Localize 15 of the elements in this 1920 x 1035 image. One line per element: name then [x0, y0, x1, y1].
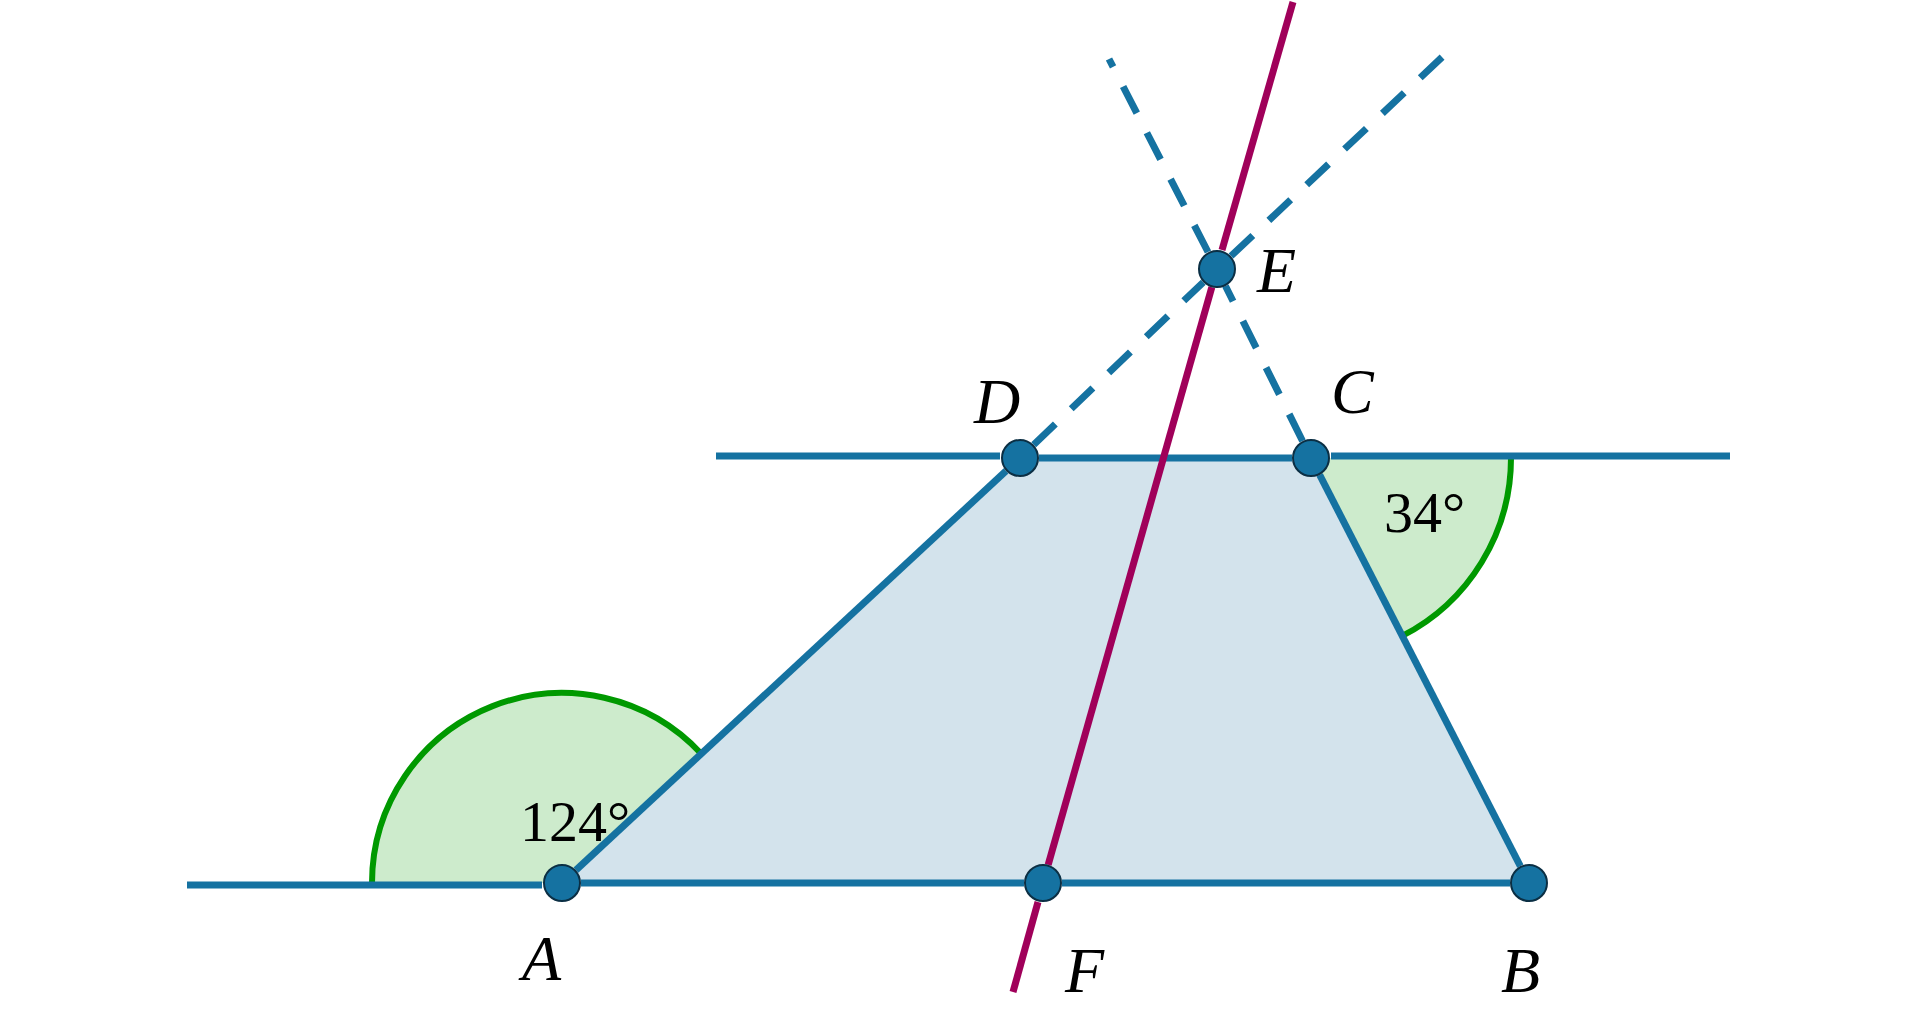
line-segment — [1222, 284, 1306, 443]
angle-label: 34° — [1384, 484, 1466, 542]
angle-label: 124° — [520, 793, 631, 851]
line-segment — [573, 468, 1009, 873]
line-segment — [1039, 454, 1292, 462]
point-label: C — [1331, 360, 1374, 424]
line-segment — [581, 879, 1024, 887]
point-label: B — [1501, 939, 1541, 1003]
line-segment — [1031, 279, 1206, 448]
point-label: E — [1257, 239, 1297, 303]
point-label: D — [974, 370, 1021, 434]
point-label: F — [1065, 939, 1105, 1003]
line-segment — [1062, 879, 1510, 887]
line-segment — [1044, 286, 1216, 866]
line-segment — [1316, 473, 1524, 868]
